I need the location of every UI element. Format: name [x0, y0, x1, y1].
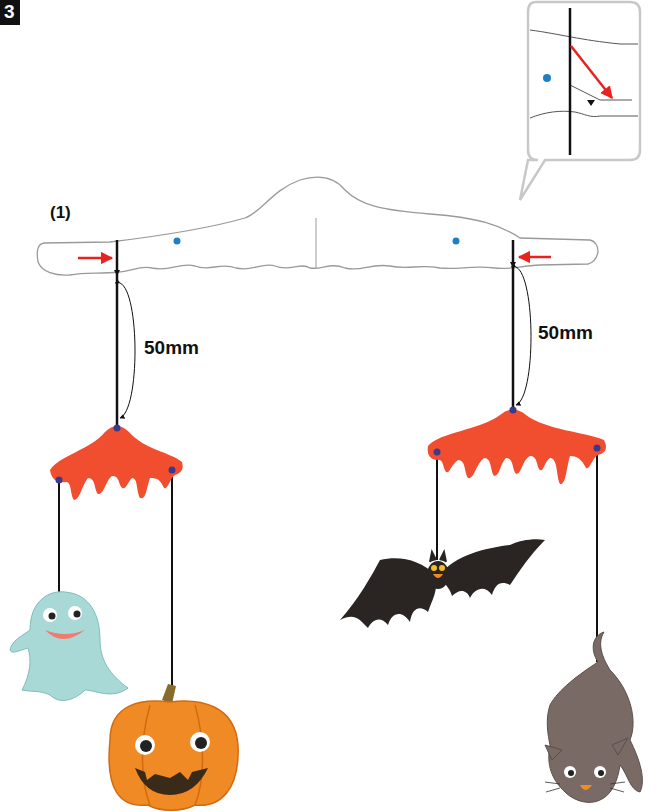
detail-callout — [520, 2, 640, 200]
bat — [340, 539, 545, 628]
section-badge: 3 — [0, 0, 20, 25]
section-number: 3 — [4, 2, 16, 23]
hanger — [428, 410, 606, 485]
pumpkin — [109, 684, 238, 810]
step-number: (1) — [48, 203, 73, 223]
hanger — [50, 426, 183, 500]
ghost — [10, 592, 128, 701]
dimension-label: 50mm — [142, 337, 201, 359]
cat — [545, 632, 642, 802]
dimension-label: 50mm — [536, 322, 595, 344]
